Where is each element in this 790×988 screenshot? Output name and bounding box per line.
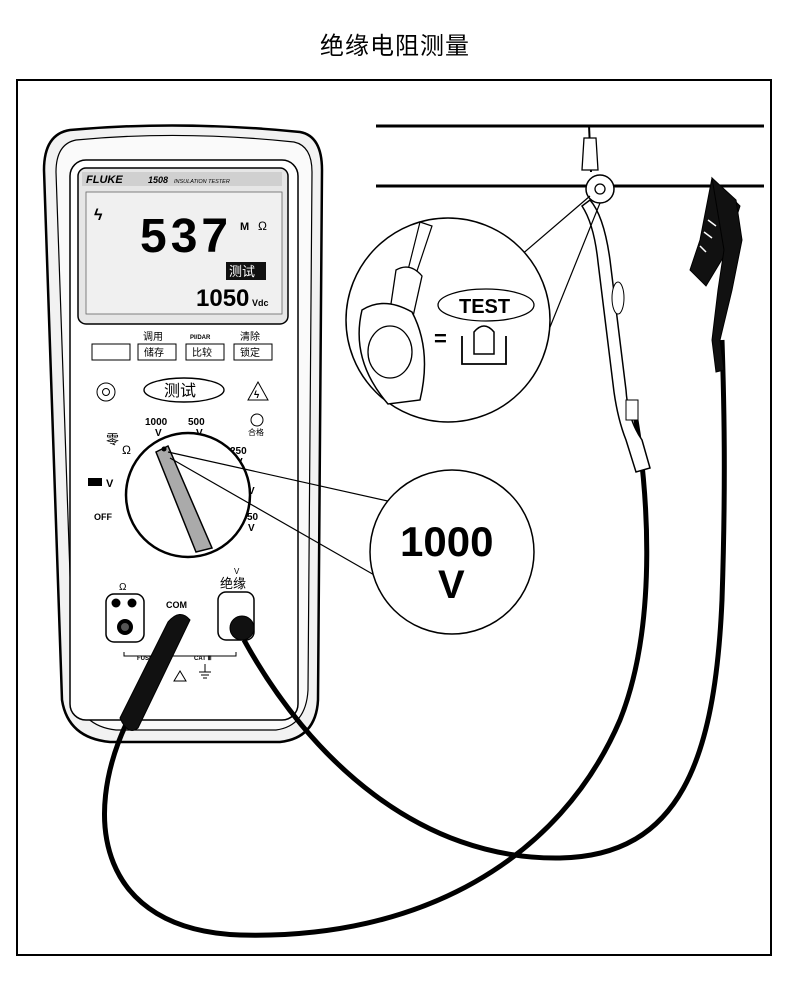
warning-icon: ϟ: [247, 380, 269, 401]
dial-label-ohm: Ω: [122, 443, 131, 457]
dial-label-100-v: V: [248, 486, 255, 497]
backlight-icon[interactable]: [96, 382, 116, 402]
main-unit-mega: M: [240, 221, 249, 233]
test-indicator-badge: [226, 262, 266, 280]
voltage-callout-unit: V: [438, 563, 465, 607]
keypad: 调用 PI/DAR 清除 储存 比较 锁定 测试 ϟ 合格: [91, 330, 273, 437]
test-button-label: 测试: [164, 381, 196, 400]
blank-key[interactable]: [91, 343, 131, 361]
alligator-clip: [689, 176, 743, 373]
store-button-label: 储存: [144, 346, 164, 359]
lcd-display: FLUKE 1508 INSULATION TESTER ϟ 537 M Ω 测…: [77, 167, 289, 325]
pass-label: 合格: [248, 427, 264, 437]
lock-button-label: 锁定: [240, 346, 260, 359]
jack-label-cat: CAT Ⅲ: [194, 655, 212, 662]
warning-icon: [173, 670, 187, 682]
voltage-callout: 1000 V: [167, 451, 535, 635]
test-button[interactable]: [143, 377, 225, 403]
dial-label-50-v: V: [248, 523, 255, 534]
jack-label-com: COM: [166, 600, 187, 610]
pass-indicator-icon: [250, 413, 264, 427]
dial-label-battery-v: V: [106, 478, 114, 490]
com-plug[interactable]: [119, 614, 191, 731]
dial-label-1000: 1000: [145, 417, 168, 428]
v-lead-cable: [241, 339, 727, 861]
equals-sign: =: [434, 326, 447, 351]
page-title: 绝缘电阻测量: [320, 32, 470, 60]
high-voltage-icon: ϟ: [94, 207, 103, 224]
dial-label-zero: 零: [106, 433, 119, 448]
test-indicator-label: 测试: [229, 265, 255, 280]
compare-button-label: 比较: [192, 346, 212, 359]
dial-label-1000-v: V: [155, 428, 162, 439]
lock-button[interactable]: [233, 343, 273, 361]
test-label: TEST: [459, 296, 510, 318]
test-callout: TEST =: [345, 195, 601, 423]
main-unit-ohm: Ω: [258, 219, 267, 233]
sub-reading: 1050: [196, 285, 249, 312]
test-leads: [102, 339, 727, 938]
com-lead-cable: [102, 419, 650, 938]
model-number: 1508: [148, 175, 168, 185]
jack-label-v: V: [234, 567, 240, 576]
jack-label-insulation: 绝缘: [220, 576, 246, 592]
model-description: INSULATION TESTER: [174, 179, 230, 185]
ground-icon: [199, 664, 211, 679]
main-reading: 537: [140, 210, 232, 263]
jack-label-fuse: FUSE: [137, 656, 153, 662]
voltage-callout-value: 1000: [400, 518, 493, 565]
voltage-callout-circle: [369, 469, 535, 635]
dial-label-250: 250: [230, 446, 247, 457]
test-label-oval: [437, 288, 535, 322]
input-jacks: Ω COM V 绝缘 FUSE CAT Ⅲ: [105, 567, 255, 682]
clear-label: 清除: [240, 330, 260, 343]
pidar-label: PI/DAR: [190, 335, 211, 341]
brand-logo: FLUKE: [86, 174, 123, 186]
jack-label-ohm: Ω: [119, 582, 127, 593]
svg-text:ϟ: ϟ: [254, 390, 260, 401]
sub-unit: Vdc: [252, 298, 269, 308]
battery-icon: [88, 478, 102, 486]
store-button[interactable]: [137, 343, 177, 361]
test-button-detail: [461, 336, 507, 365]
illustration-frame: [16, 79, 772, 956]
ohm-jack[interactable]: [111, 598, 121, 608]
recall-label: 调用: [143, 331, 163, 343]
dial-label-off: OFF: [94, 512, 112, 522]
ohm-jack-b[interactable]: [127, 598, 137, 608]
v-plug[interactable]: [229, 615, 255, 641]
test-probe: [580, 124, 651, 473]
compare-button[interactable]: [185, 343, 225, 361]
dial-label-50: 50: [247, 512, 259, 523]
dial-label-500: 500: [188, 417, 205, 428]
rotary-dial: 1000 V 500 V 250 V V 50 V 零 Ω V OFF: [88, 417, 259, 559]
